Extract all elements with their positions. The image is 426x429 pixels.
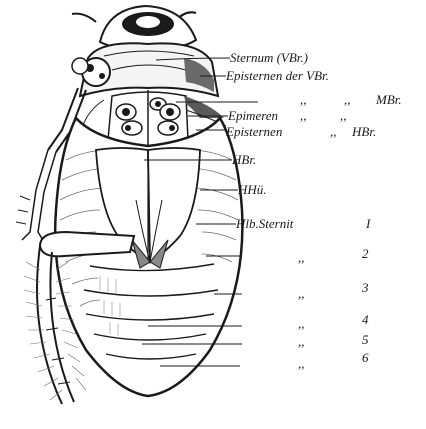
label-ditto-2: ,,	[298, 250, 305, 265]
label-hlb-6: 6	[362, 350, 369, 365]
label-ditto-6: ,,	[298, 356, 305, 371]
label-epimeren-ditto2: ,,	[340, 108, 347, 123]
label-episternen-hbr-suffix: HBr.	[351, 124, 376, 139]
label-hlb-5: 5	[362, 332, 369, 347]
label-ditto-4: ,,	[298, 316, 305, 331]
label-hbr: HBr.	[231, 152, 256, 167]
label-epimeren-ditto1: ,,	[300, 108, 307, 123]
label-episternen-mbr-suffix: MBr.	[375, 92, 402, 107]
epimeron-shading	[184, 96, 224, 118]
label-hlb-4: 4	[362, 312, 369, 327]
label-hhu: HHü.	[237, 182, 267, 197]
label-sternum: Sternum (VBr.)	[230, 50, 308, 65]
antenna-left	[72, 14, 96, 22]
label-hlb-2: 2	[362, 246, 369, 261]
label-episternen-vbr: Episternen der VBr.	[225, 68, 329, 83]
label-ditto-5: ,,	[298, 334, 305, 349]
labels: Sternum (VBr.) Episternen der VBr. ,, ,,…	[225, 50, 402, 371]
label-episternen-mbr-ditto2: ,,	[344, 92, 351, 107]
label-episternen-hbr: Episternen	[225, 124, 282, 139]
label-episternen-mbr-ditto1: ,,	[300, 92, 307, 107]
label-hlb-sternit: Hlb.Sternit	[235, 216, 294, 231]
label-hlb-3: 3	[361, 280, 369, 295]
label-epimeren: Epimeren	[227, 108, 278, 123]
label-episternen-hbr-ditto: ,,	[330, 124, 337, 139]
label-ditto-3: ,,	[298, 286, 305, 301]
label-hlb-1: I	[365, 216, 371, 231]
